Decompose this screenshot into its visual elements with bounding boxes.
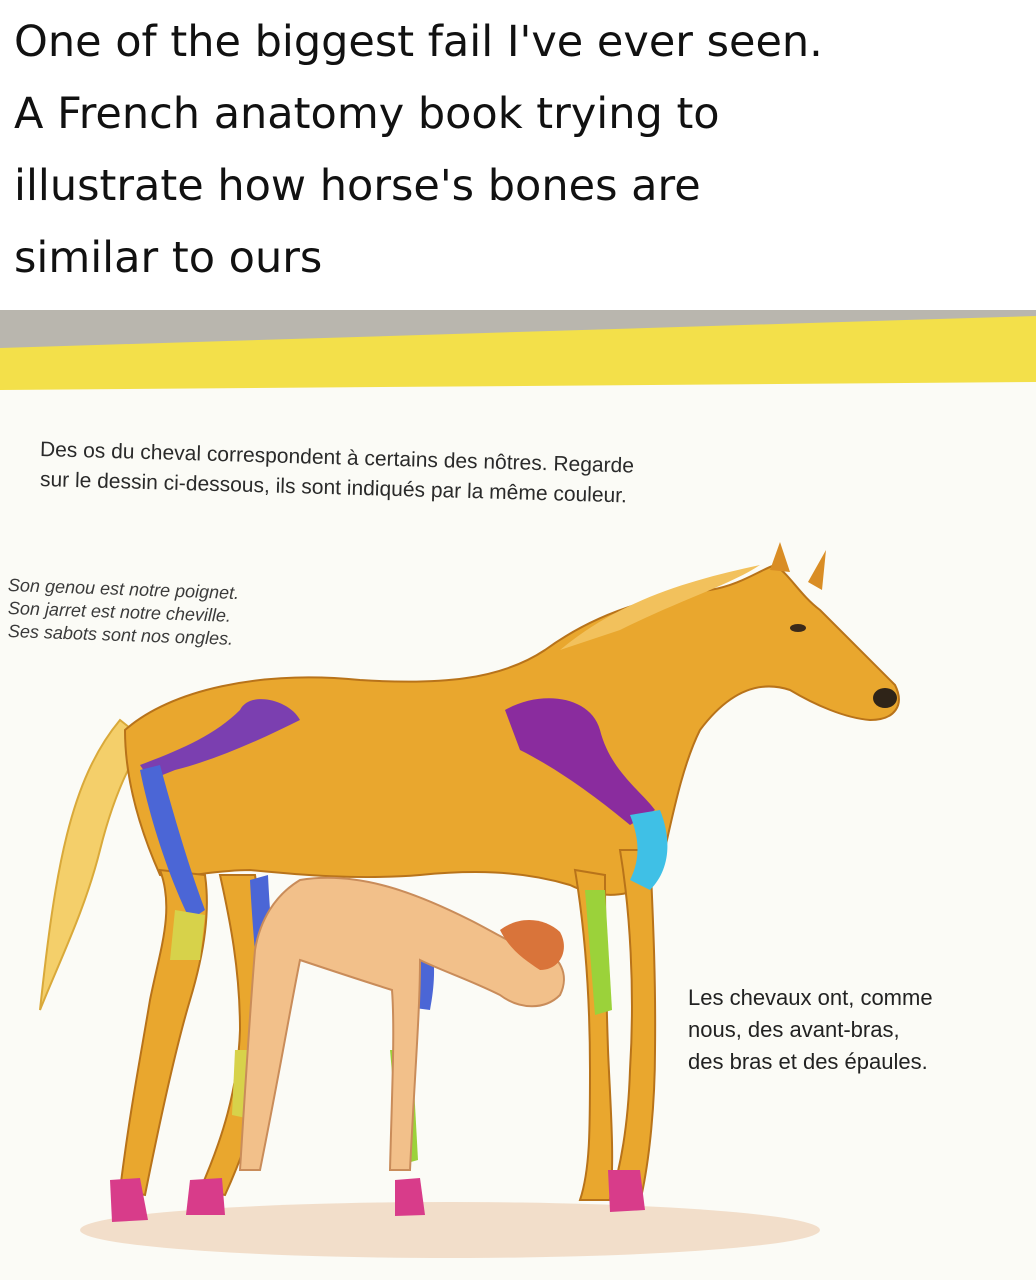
forearm-bone-cyan: [630, 810, 668, 890]
pelvis-bone-purple: [140, 699, 300, 780]
caption-line: One of the biggest fail I've ever seen.: [14, 17, 823, 67]
hoof-pink: [186, 1178, 225, 1215]
page-border: [0, 316, 1036, 400]
hoof-pink: [110, 1178, 148, 1222]
horse-ear: [770, 542, 790, 572]
human-hand-pink: [395, 1178, 425, 1216]
post-caption: One of the biggest fail I've ever seen. …: [14, 6, 1024, 306]
ground-shadow: [80, 1202, 820, 1258]
horse-body: [123, 563, 900, 896]
callout-line: Les chevaux ont, comme: [688, 985, 933, 1010]
femur-bone-blue: [140, 765, 205, 920]
shoulder-bone-purple: [505, 698, 655, 825]
horse-nostril: [873, 688, 897, 708]
callout-line: nous, des avant-bras,: [688, 1017, 900, 1042]
hoof-pink: [608, 1170, 645, 1212]
hock-bone-yellow: [170, 910, 205, 960]
horse-ear: [808, 550, 826, 590]
horse-tail: [39, 718, 147, 1011]
cannon-bone-green: [585, 890, 612, 1015]
horse-eye: [790, 624, 806, 632]
book-page-photo: Des os du cheval correspondent à certain…: [0, 310, 1036, 1280]
caption-line: similar to ours: [14, 233, 323, 283]
caption-line: A French anatomy book trying to: [14, 89, 720, 139]
callout-line: des bras et des épaules.: [688, 1049, 928, 1074]
anatomy-illustration: [0, 310, 1036, 1280]
caption-line: illustrate how horse's bones are: [14, 161, 701, 211]
human-hair: [500, 920, 564, 970]
horse-mane: [560, 565, 760, 650]
